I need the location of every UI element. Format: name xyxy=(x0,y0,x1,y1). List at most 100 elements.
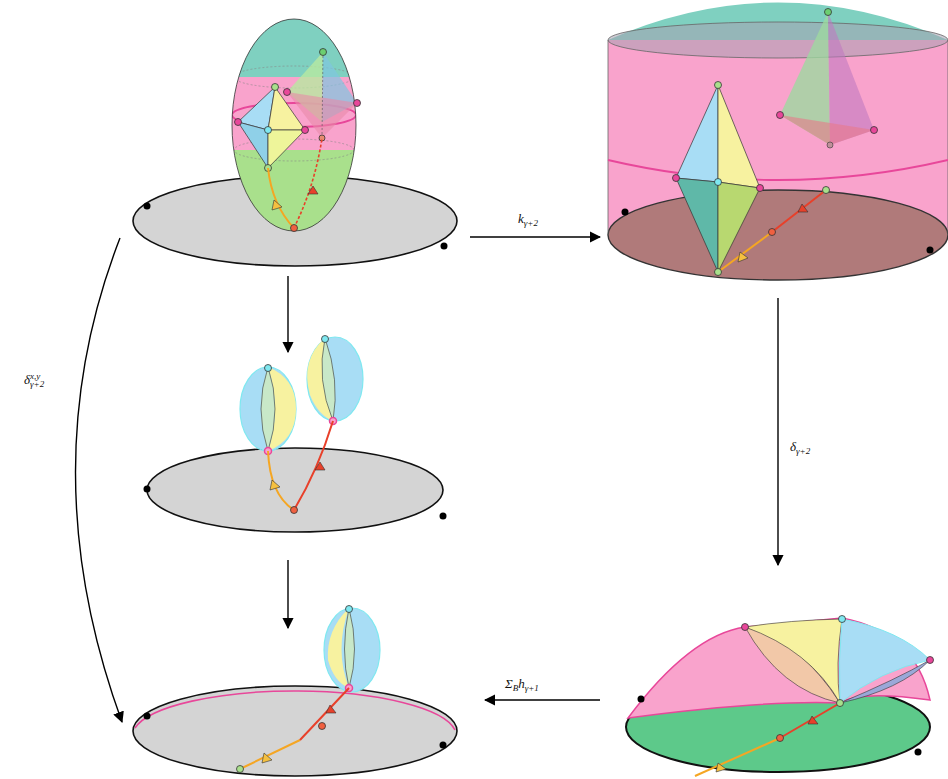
wedge-disk xyxy=(307,337,363,421)
dome-disk xyxy=(839,616,846,623)
dome-disk xyxy=(915,749,922,756)
cylinder xyxy=(608,190,948,280)
result-disk xyxy=(135,691,455,730)
egg-sphere xyxy=(302,127,309,134)
dome-disk xyxy=(638,696,645,703)
result-disk xyxy=(262,753,272,763)
egg-sphere xyxy=(268,130,305,168)
map-arrow xyxy=(470,236,600,237)
result-disk xyxy=(144,713,151,720)
dome-disk xyxy=(837,700,844,707)
cylinder xyxy=(715,269,722,276)
wedge-disk xyxy=(294,421,333,510)
cylinder xyxy=(825,9,832,16)
base-disk xyxy=(144,203,151,210)
cylinder xyxy=(757,185,764,192)
dome-disk xyxy=(839,619,930,703)
egg-sphere xyxy=(294,138,322,228)
map-label: kγ+2 xyxy=(518,212,538,225)
wedge-disk xyxy=(144,486,151,493)
map-label: ΣBhγ+1 xyxy=(505,677,539,690)
cylinder xyxy=(608,22,948,58)
cylinder xyxy=(715,179,722,186)
result-disk xyxy=(133,686,457,776)
result-disk xyxy=(326,705,336,713)
dome-disk xyxy=(927,657,934,664)
wedge-disk xyxy=(322,336,329,343)
cylinder xyxy=(827,142,833,148)
cylinder xyxy=(798,204,808,212)
egg-sphere xyxy=(308,186,318,194)
egg-sphere xyxy=(230,15,360,240)
dome-disk xyxy=(716,763,726,772)
wedge-disk xyxy=(147,448,443,532)
dome-disk xyxy=(745,619,842,703)
map-arrow xyxy=(75,238,122,722)
egg-sphere xyxy=(272,200,282,210)
egg-sphere xyxy=(322,52,323,138)
dome-disk xyxy=(777,735,784,742)
dome-disk xyxy=(695,738,780,776)
map-arrow xyxy=(75,237,778,722)
result-disk xyxy=(345,608,355,688)
cylinder xyxy=(622,209,629,216)
cylinder xyxy=(927,247,934,254)
egg-sphere xyxy=(284,89,291,96)
dome-disk xyxy=(626,616,934,777)
wedge-disk xyxy=(240,367,296,451)
dome-disk xyxy=(840,660,930,703)
egg-sphere xyxy=(268,168,294,228)
egg-sphere xyxy=(232,19,356,231)
cylinder xyxy=(673,175,680,182)
egg-sphere xyxy=(272,84,279,91)
result-disk xyxy=(300,688,349,740)
egg-sphere xyxy=(265,127,272,134)
wedge-disk xyxy=(261,367,275,451)
cylinder xyxy=(676,85,718,182)
cylinder xyxy=(769,229,776,236)
cylinder xyxy=(718,85,760,188)
dome-disk xyxy=(780,703,840,738)
egg-sphere xyxy=(268,87,305,130)
wedge-disk xyxy=(291,507,298,514)
result-disk xyxy=(133,606,457,777)
cylinder xyxy=(608,0,948,290)
wedge-disk xyxy=(322,338,335,421)
map-arrow xyxy=(777,298,778,565)
map-label: δx,yγ+2 xyxy=(24,373,44,386)
cylinder xyxy=(871,127,878,134)
cylinder xyxy=(777,112,784,119)
wedge-disk xyxy=(315,462,325,470)
cylinder xyxy=(823,187,830,194)
egg-sphere xyxy=(238,122,268,168)
wedge-disk xyxy=(440,513,447,520)
base-disk xyxy=(441,243,448,250)
egg-sphere xyxy=(230,15,361,240)
cylinder xyxy=(676,178,718,272)
dome-disk xyxy=(628,618,930,718)
cylinder xyxy=(772,190,826,232)
egg-sphere xyxy=(230,15,360,77)
cylinder xyxy=(608,0,948,290)
egg-sphere xyxy=(291,225,298,232)
result-disk xyxy=(237,766,244,773)
map-arrow xyxy=(287,276,288,352)
result-disk xyxy=(240,740,300,769)
map-label: δγ+2 xyxy=(790,440,810,453)
wedge-disk xyxy=(268,451,294,510)
cylinder xyxy=(608,22,948,58)
dome-disk xyxy=(742,624,749,631)
cylinder xyxy=(718,232,772,272)
result-disk xyxy=(440,742,447,749)
egg-sphere xyxy=(320,49,327,56)
map-arrow xyxy=(485,699,600,700)
dome-disk xyxy=(808,716,818,724)
wedge-disk xyxy=(144,336,447,533)
cylinder xyxy=(608,0,948,290)
result-disk xyxy=(319,723,326,730)
wedge-disk xyxy=(265,365,272,372)
result-disk xyxy=(346,606,353,613)
map-arrow xyxy=(287,560,288,628)
